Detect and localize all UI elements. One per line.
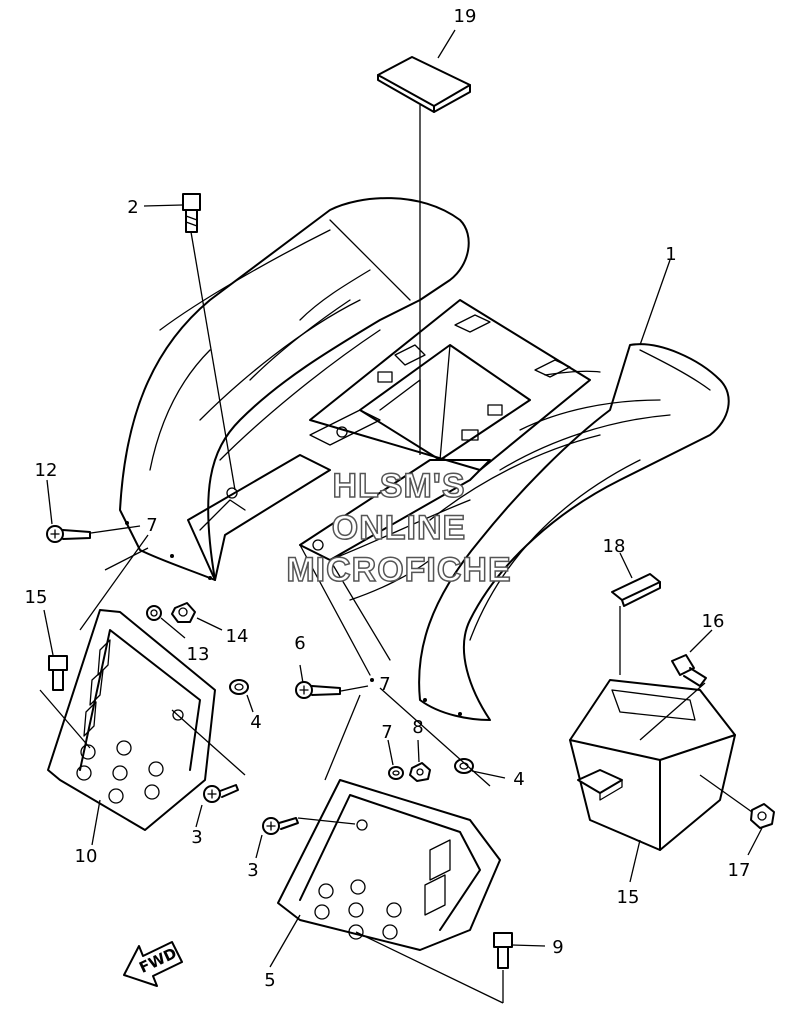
callout-2: 2 <box>127 197 138 218</box>
tool-box-part-15 <box>569 679 736 851</box>
nut-part-13 <box>171 602 196 623</box>
bolt-part-16 <box>671 654 707 687</box>
collar-part-12 <box>146 605 162 621</box>
callout-16: 16 <box>702 611 725 632</box>
callout-7: 7 <box>381 722 392 743</box>
callout-1: 1 <box>665 244 676 265</box>
callouts: 19 2 1 12 7 18 15 14 13 16 6 7 4 7 8 4 3… <box>25 6 751 991</box>
leader-lines <box>39 29 763 1004</box>
callout-11: 12 <box>35 460 58 481</box>
inline-mark-7-right: 7 <box>379 674 390 695</box>
grommet-part-4-right <box>454 758 474 774</box>
callout-9: 9 <box>552 937 563 958</box>
callout-18: 18 <box>603 536 626 557</box>
callout-15: 15 <box>617 887 640 908</box>
callout-3-right: 3 <box>247 860 258 881</box>
callout-13: 14 <box>226 626 249 647</box>
screw-part-6 <box>295 681 341 699</box>
nut-part-8 <box>409 762 431 782</box>
pad-part-19 <box>377 56 471 113</box>
footrest-panel-part-10 <box>47 609 216 831</box>
callout-4-left: 4 <box>250 712 261 733</box>
watermark-line-3: MICROFICHE <box>286 551 511 589</box>
clip-part-18 <box>611 573 661 607</box>
grommet-part-4-left <box>229 679 249 695</box>
callout-19: 19 <box>454 6 477 27</box>
watermark-line-1: HLSM'S <box>332 467 465 505</box>
screw-part-11 <box>46 525 91 543</box>
callout-17: 17 <box>728 860 751 881</box>
screw-part-3-right <box>262 817 299 835</box>
callout-3-left: 3 <box>191 827 202 848</box>
callout-8: 8 <box>412 717 423 738</box>
inline-mark-7-left: 7 <box>146 515 157 536</box>
bolt-part-2 <box>182 193 201 233</box>
nut-part-17 <box>750 803 775 829</box>
footrest-panel-part-5 <box>277 779 501 951</box>
callout-6: 6 <box>294 633 305 654</box>
screw-part-3-left <box>203 784 239 803</box>
collar-part-7 <box>388 766 404 780</box>
watermark: HLSM'S ONLINE MICROFICHE <box>286 466 512 590</box>
callout-5: 5 <box>264 970 275 991</box>
bolt-part-14 <box>48 655 68 691</box>
bolt-part-9 <box>493 932 513 969</box>
callout-12: 13 <box>187 644 210 665</box>
watermark-line-2: ONLINE <box>332 509 466 547</box>
fwd-arrow: FWD <box>123 941 183 987</box>
callout-14: 15 <box>25 587 48 608</box>
rear-fender <box>119 197 730 721</box>
callout-10: 10 <box>75 846 98 867</box>
callout-4-right: 4 <box>513 769 524 790</box>
